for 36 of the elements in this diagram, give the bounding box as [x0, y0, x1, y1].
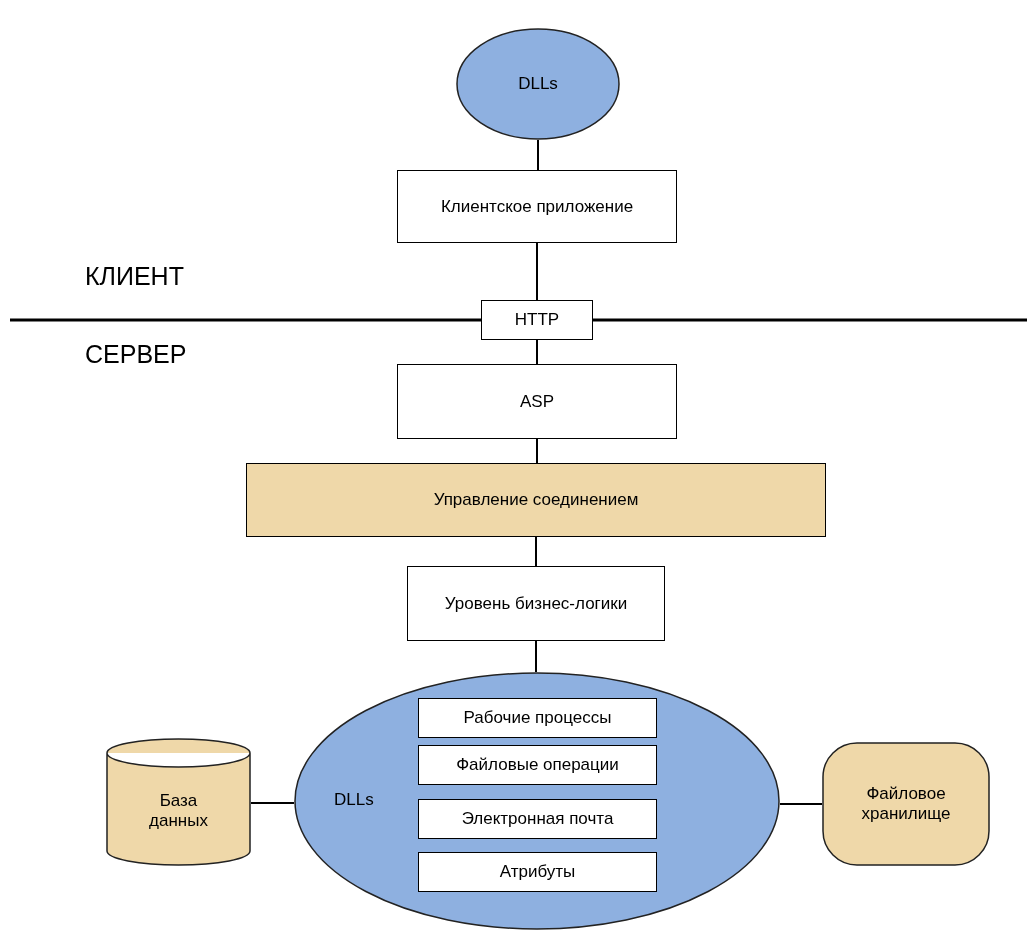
connector-line [536, 339, 538, 365]
connector-line [250, 802, 296, 804]
database-cylinder [106, 739, 251, 866]
node-label: Файловые операции [456, 755, 619, 775]
ellipse-node [456, 28, 620, 140]
process-box [407, 566, 665, 641]
node-label: Электронная почта [461, 809, 614, 829]
process-box [246, 463, 826, 537]
node-label: DLLs [518, 74, 558, 94]
process-box [418, 698, 657, 738]
process-box [418, 799, 657, 839]
node-label: Файловое хранилище [860, 784, 952, 824]
node-label: Рабочие процессы [463, 708, 612, 728]
node-label: Уровень бизнес-логики [444, 593, 628, 614]
node-label: HTTP [514, 310, 560, 330]
process-box [397, 170, 677, 243]
process-box [481, 300, 593, 340]
rounded-box [822, 742, 990, 866]
connector-line [535, 536, 537, 567]
connector-line [778, 803, 823, 805]
process-box [418, 745, 657, 785]
connector-line [535, 640, 537, 673]
node-label: Клиентское приложение [440, 196, 634, 217]
connector-line [536, 242, 538, 301]
zone-label: СЕРВЕР [85, 340, 187, 369]
node-label: База данных [148, 790, 209, 831]
process-box [418, 852, 657, 892]
node-label: DLLs [334, 790, 374, 810]
ellipse-node [294, 672, 780, 930]
node-label: Атрибуты [499, 862, 576, 882]
node-label: Управление соединением [433, 490, 639, 510]
zone-label: КЛИЕНТ [85, 262, 184, 291]
node-label: ASP [520, 391, 554, 412]
process-box [397, 364, 677, 439]
connector-line [536, 438, 538, 464]
connector-line [537, 139, 539, 171]
